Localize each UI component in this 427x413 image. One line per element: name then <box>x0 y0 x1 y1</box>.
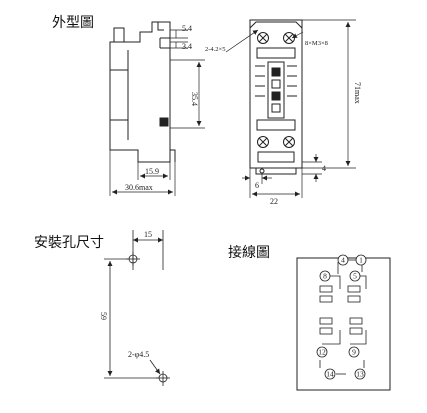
front-dim-width-label: 22 <box>270 197 278 206</box>
side-dim-rail-label: 3.4 <box>182 42 192 51</box>
pin-label-14: 14 <box>326 370 334 379</box>
front-dim-foot-h-label: 4 <box>322 164 326 173</box>
pin-label-4: 4 <box>341 256 345 265</box>
side-view-dimensions <box>109 29 205 196</box>
front-dim-foot-w-label: 6 <box>255 181 259 190</box>
pin-label-13: 13 <box>356 370 364 379</box>
mounting-heading: 安裝孔尺寸 <box>34 235 104 251</box>
wiring-heading: 接線圖 <box>228 245 270 261</box>
mounting-holes-drawing <box>104 230 170 386</box>
front-screw-label: 8×M3×8 <box>305 40 328 47</box>
pin-label-12: 12 <box>318 348 326 357</box>
side-dim-width-label: 30.6max <box>125 183 153 192</box>
front-view-drawing <box>249 19 303 175</box>
side-view-drawing <box>109 21 176 163</box>
pin-label-9: 9 <box>352 348 356 357</box>
mounting-hole-label: 2-φ4.5 <box>128 350 149 359</box>
outline-heading: 外型圖 <box>52 15 94 31</box>
wiring-terminals <box>316 254 367 380</box>
pin-label-5: 5 <box>353 272 357 281</box>
front-dim-height-label: 71max <box>353 82 362 104</box>
pin-label-1: 1 <box>359 256 363 265</box>
side-dim-top-label: 5.4 <box>182 24 192 33</box>
mounting-dim-pitch-label: 59 <box>99 312 108 320</box>
mounting-dim-offset-label: 15 <box>144 230 152 239</box>
wiring-frame <box>296 257 391 391</box>
wiring-diagram-lines <box>319 259 367 375</box>
front-hole-label: 2-4.2×5 <box>205 46 225 53</box>
front-view-dimensions <box>225 19 356 198</box>
side-dim-bottom-label: 15.9 <box>145 167 159 176</box>
side-dim-height-label: 35.4 <box>190 92 199 106</box>
pin-label-8: 8 <box>323 272 327 281</box>
